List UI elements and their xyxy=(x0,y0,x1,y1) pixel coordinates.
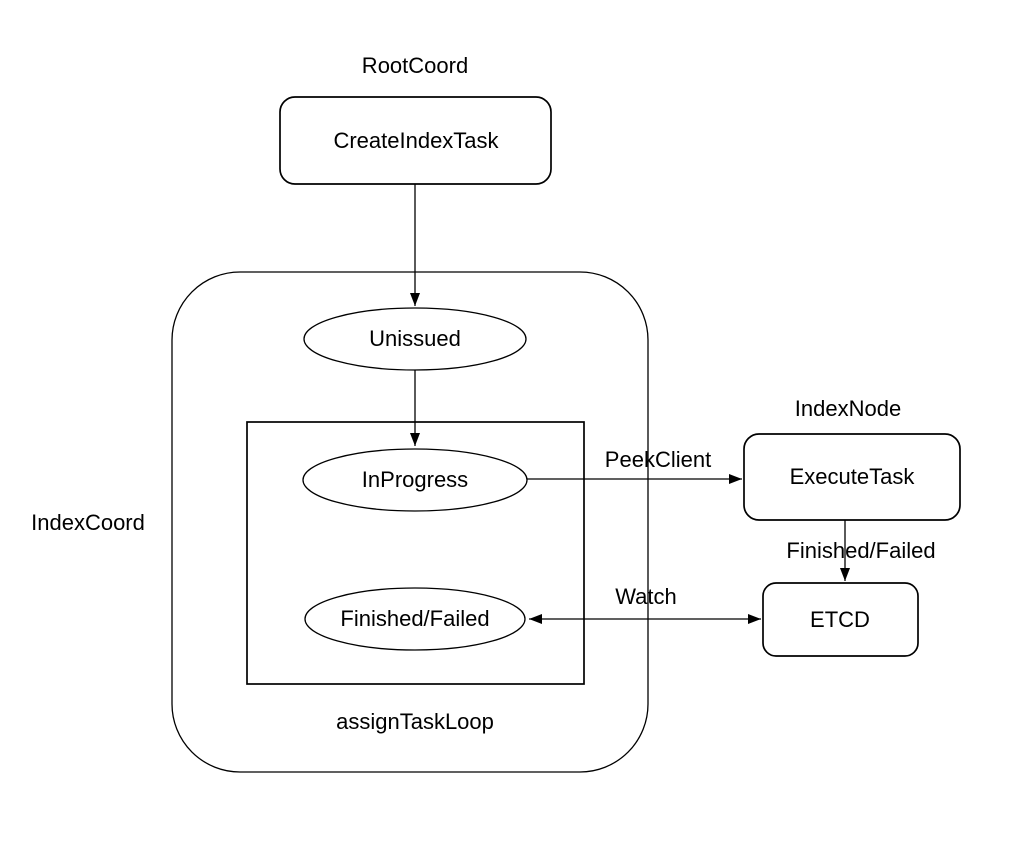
peek-client-edge-label: PeekClient xyxy=(604,446,712,472)
create-index-task-label: CreateIndexTask xyxy=(333,127,499,153)
watch-edge-label: Watch xyxy=(615,583,677,609)
index-node-group-label: IndexNode xyxy=(794,395,902,421)
execute-task-label: ExecuteTask xyxy=(789,463,915,489)
etcd-shape xyxy=(762,582,919,657)
finished-failed-shape xyxy=(304,587,526,651)
index-coord-group-label: IndexCoord xyxy=(31,509,145,535)
root-coord-group-label: RootCoord xyxy=(361,52,469,78)
finished-failed-edge-label: Finished/Failed xyxy=(786,537,936,563)
finished-failed-label: Finished/Failed xyxy=(340,605,490,631)
unissued-label: Unissued xyxy=(369,325,461,351)
index-coord-container-shape xyxy=(171,271,649,773)
in-progress-shape xyxy=(302,448,528,512)
assign-task-loop-group-label: assignTaskLoop xyxy=(336,708,494,734)
etcd-label: ETCD xyxy=(810,606,870,632)
execute-task-shape xyxy=(743,433,961,521)
in-progress-label: InProgress xyxy=(361,466,469,492)
